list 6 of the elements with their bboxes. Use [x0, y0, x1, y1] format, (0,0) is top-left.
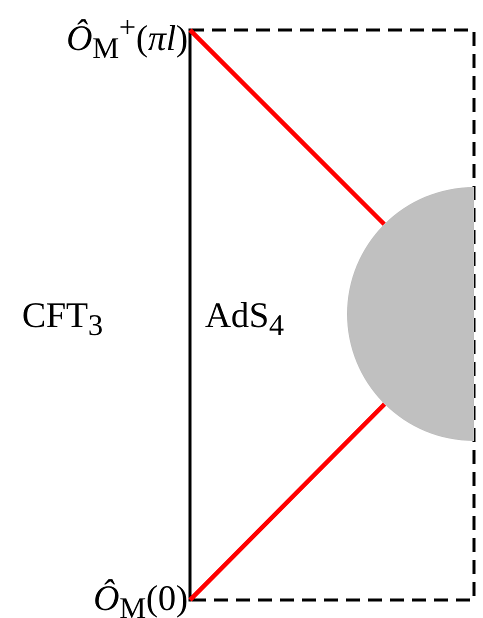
operator-label: Ô$_{M}$$^{+}$(πl) — [5, 8, 188, 70]
operator-label: Ô$_{M}$(0) — [5, 578, 188, 618]
bulk-label: AdS$_{4}$ — [205, 295, 284, 344]
connector-line — [188, 402, 386, 602]
connector-line — [188, 28, 386, 226]
boundary-label: CFT$_{3}$ — [22, 295, 104, 344]
